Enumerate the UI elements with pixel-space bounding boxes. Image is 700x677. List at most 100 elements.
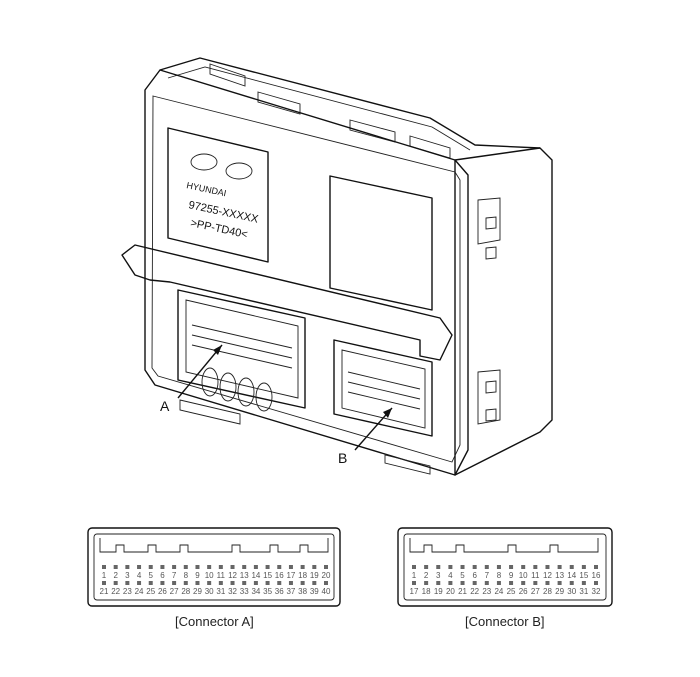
pin-marker [472,565,477,569]
pin-number: 29 [193,587,202,596]
pin-number: 4 [137,571,142,580]
pin-marker [242,565,247,569]
pin-marker [424,565,429,569]
pin-marker [207,581,212,585]
pin-number: 6 [472,571,477,580]
pin-number: 17 [410,587,419,596]
pin-marker [125,565,130,569]
callout-a-arrow [213,345,222,355]
pin-marker [312,581,317,585]
control-module [121,57,553,476]
pin-number: 15 [263,571,272,580]
pin-marker [533,565,538,569]
pin-marker [496,581,501,585]
callout-b-label: B [338,450,347,466]
pin-number: 8 [497,571,502,580]
pin-marker [569,565,574,569]
pin-number: 20 [446,587,455,596]
pin-number: 35 [263,587,272,596]
pin-marker [484,565,489,569]
pin-number: 5 [149,571,154,580]
pin-marker [253,565,258,569]
pin-number: 17 [286,571,295,580]
pin-number: 2 [424,571,429,580]
pin-marker [148,565,153,569]
pin-number: 31 [216,587,225,596]
pin-marker [424,581,429,585]
pin-number: 1 [412,571,417,580]
pin-marker [521,581,526,585]
pin-number: 22 [111,587,120,596]
pin-marker [436,565,441,569]
brand-logo-1 [190,153,218,171]
brand-text: HYUNDAI [186,180,228,198]
pin-number: 13 [240,571,249,580]
pin-number: 38 [298,587,307,596]
pin-marker [472,581,477,585]
pin-marker [183,565,188,569]
pin-number: 2 [113,571,118,580]
pin-marker [300,581,305,585]
pin-marker [218,565,223,569]
pin-number: 14 [567,571,576,580]
pin-marker [324,565,328,569]
pin-marker [312,565,317,569]
pin-number: 4 [448,571,453,580]
callout-a-label: A [160,398,170,414]
pin-marker [581,565,586,569]
pin-marker [230,565,235,569]
pin-number: 21 [100,587,109,596]
pin-number: 3 [436,571,441,580]
pin-marker [460,565,465,569]
brand-logo-2 [225,162,253,180]
pin-marker [125,581,130,585]
pin-number: 14 [251,571,260,580]
pin-number: 8 [184,571,189,580]
pin-number: 27 [170,587,179,596]
pin-marker [277,581,282,585]
pin-marker [195,565,200,569]
pin-marker [448,565,453,569]
label-plate [167,127,269,263]
pin-marker [195,581,200,585]
pin-number: 16 [275,571,284,580]
pin-number: 37 [286,587,295,596]
pin-marker [448,581,453,585]
pin-number: 39 [310,587,319,596]
pin-marker [569,581,574,585]
pin-marker [557,565,562,569]
pin-number: 34 [251,587,260,596]
pin-number: 10 [205,571,214,580]
pin-number: 23 [123,587,132,596]
pin-number: 25 [507,587,516,596]
pin-number: 23 [482,587,491,596]
connector-a-caption: [Connector A] [175,614,254,629]
pin-number: 11 [217,571,226,580]
pin-marker [484,581,489,585]
pin-number: 29 [555,587,564,596]
callout-a-leader [177,344,223,399]
pin-number: 7 [485,571,490,580]
pin-number: 11 [531,571,540,580]
pin-marker [545,565,550,569]
pin-marker [137,565,142,569]
pin-number: 18 [298,571,307,580]
pin-marker [102,581,106,585]
pin-number: 32 [228,587,237,596]
socket-a [177,289,306,409]
pin-marker [160,565,165,569]
pin-marker [102,565,106,569]
pin-marker [288,565,293,569]
pin-marker [172,581,177,585]
pin-marker [460,581,465,585]
pin-number: 33 [240,587,249,596]
pin-marker [277,565,282,569]
pin-number: 10 [519,571,528,580]
callout-b-arrow [383,408,392,418]
pin-number: 25 [146,587,155,596]
pin-number: 15 [579,571,588,580]
pin-number: 24 [494,587,503,596]
pin-number: 28 [181,587,190,596]
connector-b-caption: [Connector B] [465,614,545,629]
